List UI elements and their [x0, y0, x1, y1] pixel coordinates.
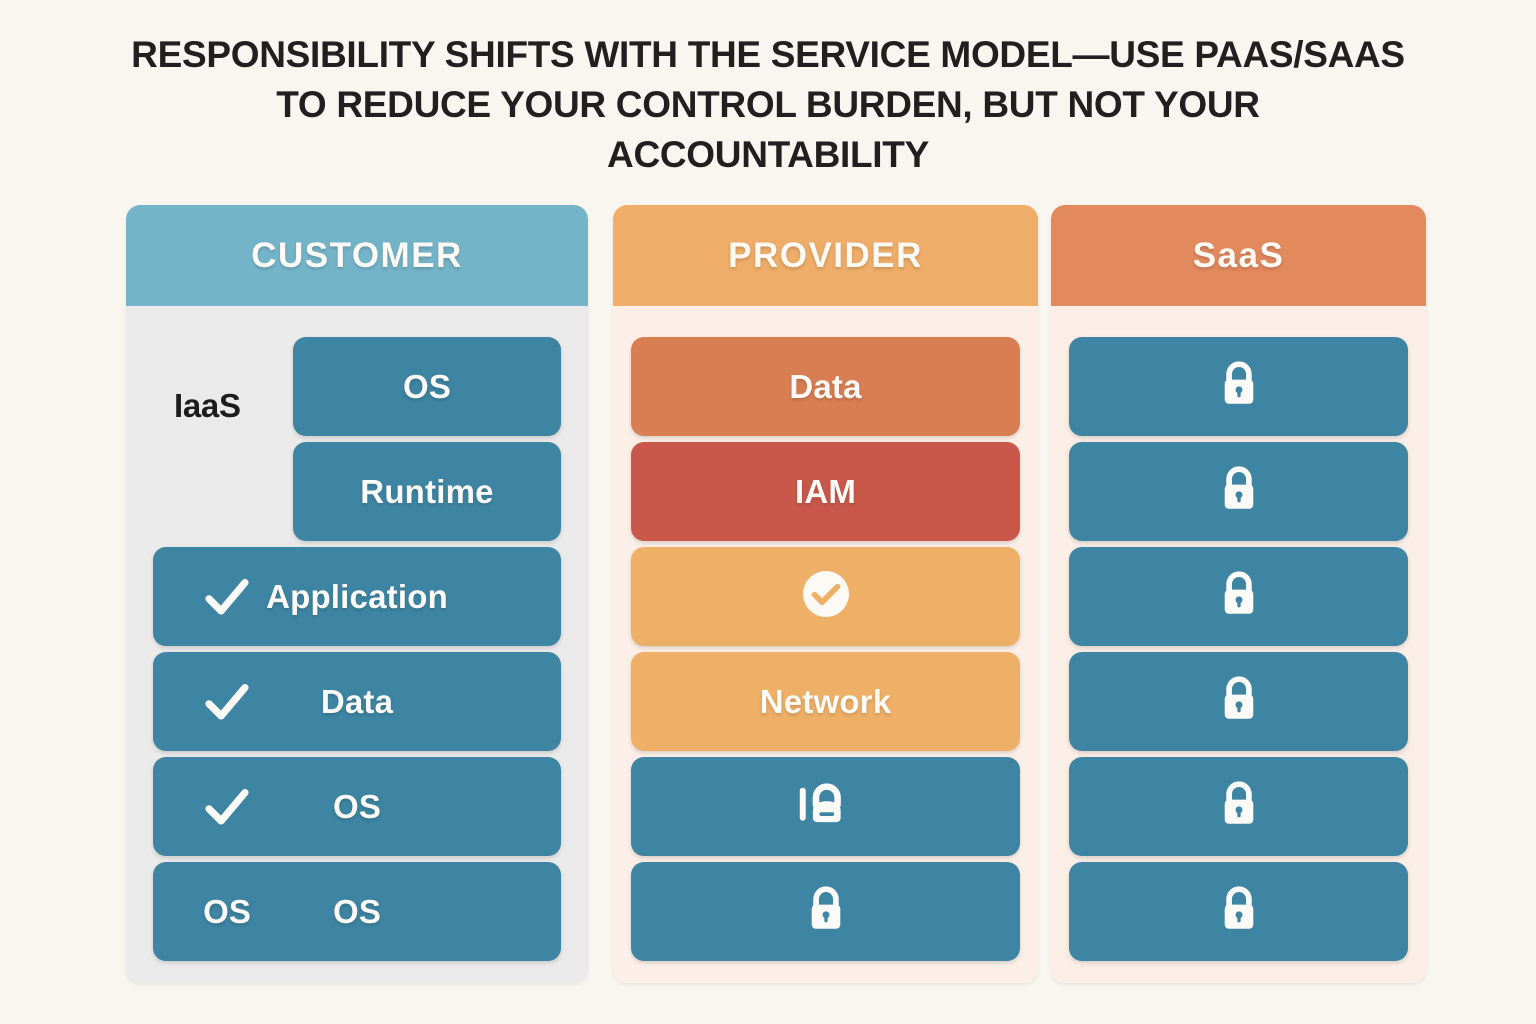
stage-label-customer: IaaS — [174, 387, 241, 424]
column-header-provider: PROVIDER — [613, 205, 1038, 306]
circle-check-icon — [800, 568, 852, 625]
layer-row[interactable] — [1069, 442, 1408, 541]
layer-row[interactable]: Data — [153, 652, 561, 751]
layer-label: Data — [320, 682, 394, 720]
layer-row[interactable]: Data — [631, 337, 1020, 436]
lock-icon — [1217, 463, 1261, 520]
lock-icon — [1217, 568, 1261, 625]
lock-icon — [1217, 778, 1261, 835]
column-saas: SaaS — [1051, 205, 1426, 983]
page-title: RESPONSIBILITY SHIFTS WITH THE SERVICE M… — [131, 34, 1405, 175]
layer-row[interactable] — [1069, 337, 1408, 436]
column-rows — [1051, 337, 1426, 967]
layer-row[interactable]: Network — [631, 652, 1020, 751]
check-icon — [199, 569, 255, 625]
layer-label: OS — [332, 892, 382, 930]
layer-row[interactable] — [631, 757, 1020, 856]
lock-icon — [804, 883, 848, 940]
column-header-label: PROVIDER — [728, 235, 923, 275]
layer-row[interactable] — [1069, 652, 1408, 751]
column-header-label: SaaS — [1192, 235, 1285, 275]
lock-icon — [1217, 358, 1261, 415]
layer-row[interactable] — [1069, 757, 1408, 856]
layer-row[interactable]: IAM — [631, 442, 1020, 541]
layer-row[interactable] — [1069, 547, 1408, 646]
column-header-customer: CUSTOMER — [126, 205, 588, 306]
check-icon — [199, 779, 255, 835]
layer-row[interactable]: OS — [153, 757, 561, 856]
layer-label: IAM — [794, 472, 857, 510]
row-marker-os: OS — [203, 892, 251, 930]
layer-label: OS — [332, 787, 382, 825]
layer-row[interactable]: OS — [293, 337, 561, 436]
lock-icon — [1217, 883, 1261, 940]
check-icon — [199, 674, 255, 730]
layer-label: Application — [266, 577, 448, 615]
lock-icon — [1217, 673, 1261, 730]
layer-label: OS — [402, 367, 452, 405]
layer-label: Network — [759, 682, 892, 720]
layer-row[interactable]: OS OS — [153, 862, 561, 961]
layer-row[interactable] — [1069, 862, 1408, 961]
column-header-saas: SaaS — [1051, 205, 1426, 306]
lock-icon-distorted — [795, 777, 857, 836]
layer-label: Data — [789, 367, 862, 405]
layer-row[interactable]: Runtime — [293, 442, 561, 541]
column-header-label: CUSTOMER — [251, 235, 463, 275]
layer-label: Runtime — [360, 472, 494, 510]
layer-row[interactable] — [631, 547, 1020, 646]
layer-row[interactable] — [631, 862, 1020, 961]
layer-row[interactable]: Application — [153, 547, 561, 646]
